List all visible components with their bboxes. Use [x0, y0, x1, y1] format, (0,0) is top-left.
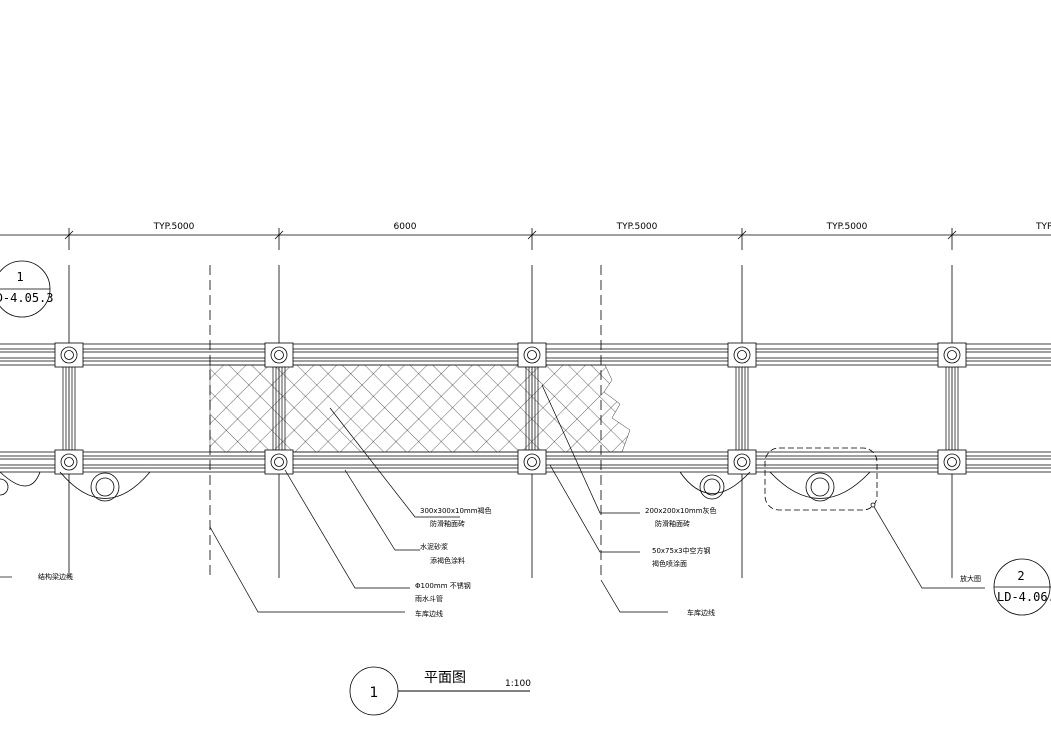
- title-block-title: 平面图: [424, 670, 466, 686]
- note-pipe: Φ100mm 不锈钢: [415, 581, 471, 590]
- dim-label-4: TYP.5000: [826, 222, 868, 232]
- section-ref-right-sheet: LD-4.06.1: [997, 590, 1051, 604]
- note-pipe-sub: 雨水斗管: [415, 594, 443, 603]
- note-steel-channel-sub: 褐色喷涂面: [652, 559, 687, 568]
- enlarge-leader-dot: [870, 502, 876, 508]
- dim-label-3: TYP.5000: [616, 222, 658, 232]
- column-heads-bottom: [54, 449, 967, 475]
- leader-lines: [0, 384, 985, 613]
- title-block: 1 平面图 1:100: [349, 666, 531, 716]
- note-steel-channel: 50x75x3中空方钢: [652, 546, 711, 555]
- section-ref-left-sheet: LD-4.05.3: [0, 291, 54, 305]
- dim-label-1: TYP.5000: [153, 222, 195, 232]
- column-heads-top: [54, 342, 967, 368]
- title-block-scale: 1:100: [505, 679, 531, 689]
- note-cement: 水泥砂浆: [420, 542, 448, 551]
- note-boundary-left: 车库边线: [415, 609, 443, 618]
- planters: [0, 471, 871, 502]
- note-boundary-right: 车库边线: [687, 608, 715, 617]
- note-paving-300-sub: 防滑釉面砖: [430, 519, 465, 528]
- enlarge-boundary: [764, 447, 878, 511]
- section-ref-right-number: 2: [1017, 569, 1024, 583]
- note-cement-sub: 添褐色涂料: [430, 556, 465, 565]
- section-ref-left: 1 LD-4.05.3: [0, 260, 54, 318]
- section-ref-right: 2 LD-4.06.1: [993, 558, 1051, 616]
- section-ref-left-number: 1: [16, 270, 23, 284]
- dimension-string: [0, 228, 1051, 250]
- note-paving-300: 300x300x10mm褐色: [420, 506, 492, 515]
- dim-label-2: 6000: [394, 222, 417, 232]
- title-block-number: 1: [370, 685, 379, 701]
- note-paving-200-sub: 防滑釉面砖: [655, 519, 690, 528]
- note-structure: 结构梁边线: [38, 572, 73, 581]
- dim-label-5: TYP: [1035, 222, 1051, 232]
- note-enlarge: 放大图: [960, 574, 981, 583]
- note-paving-200: 200x200x10mm灰色: [645, 506, 717, 515]
